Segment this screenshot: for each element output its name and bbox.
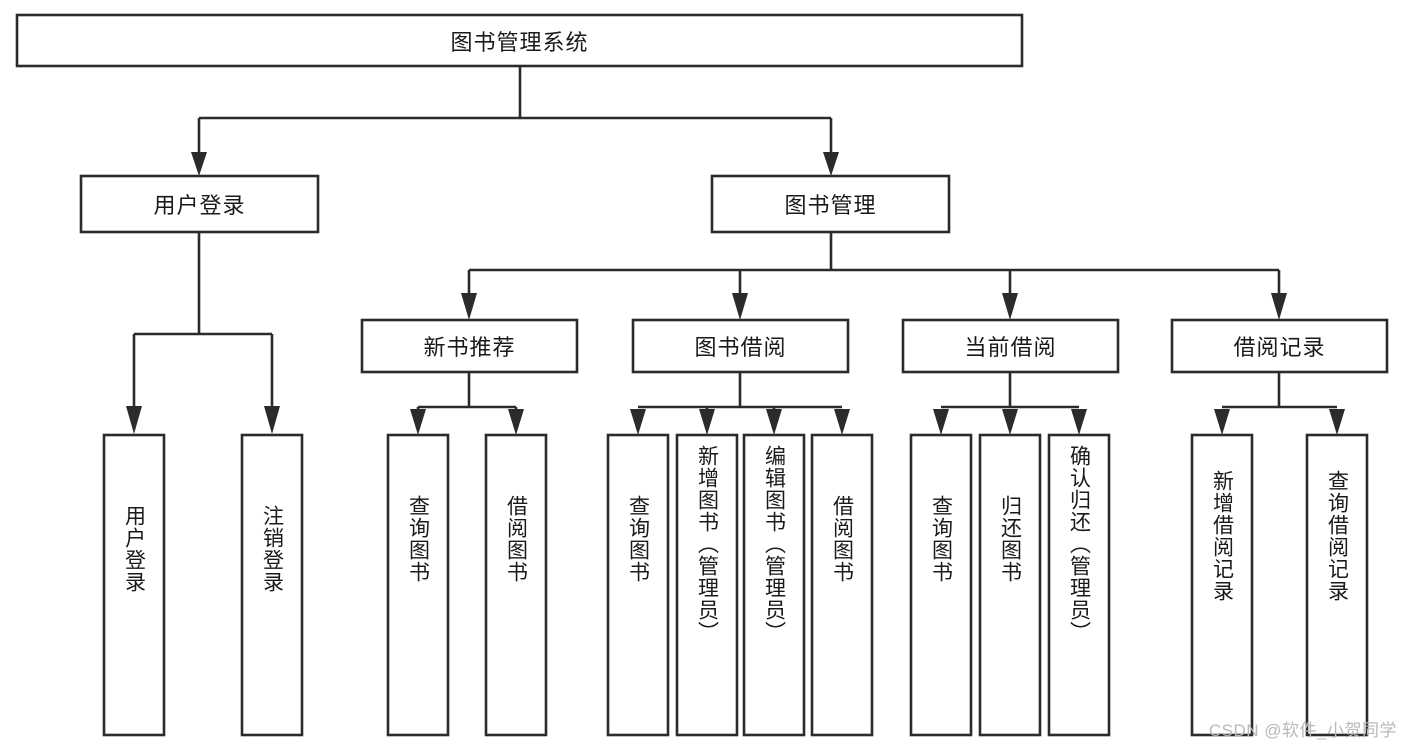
arrow-head-leaf-logout — [264, 406, 280, 434]
arrow-head-bookborrow-leaf-3 — [766, 409, 782, 435]
connector-group-current-borrow — [933, 372, 1087, 435]
node-box-leaf-borrow-book-1[interactable] — [484, 433, 548, 737]
arrow-head-bookborrow-leaf-2 — [699, 409, 715, 435]
connector-group-root — [191, 66, 839, 176]
node-box-leaf-edit-book[interactable] — [742, 433, 806, 737]
arrow-head-borrowrecord-leaf-1 — [1214, 409, 1230, 435]
node-box-book-manage[interactable] — [710, 174, 951, 234]
arrow-head-currentborrow-leaf-2 — [1002, 409, 1018, 435]
arrow-head-currentborrow-leaf-1 — [933, 409, 949, 435]
node-box-user-login[interactable] — [79, 174, 320, 234]
arrow-head-newbook-leaf-2 — [508, 409, 524, 435]
node-box-root[interactable] — [15, 13, 1024, 68]
node-box-current-borrow[interactable] — [901, 318, 1120, 374]
arrow-head-newbook-leaf-1 — [410, 409, 426, 435]
connector-group-book-borrow — [630, 372, 850, 435]
arrow-head-borrow-record — [1271, 293, 1287, 320]
connector-group-user-login — [126, 232, 280, 434]
connector-group-new-book — [410, 372, 524, 435]
connector-group-book-manage — [461, 232, 1287, 320]
arrow-head-currentborrow-leaf-3 — [1071, 409, 1087, 435]
node-box-leaf-query-book-3[interactable] — [909, 433, 973, 737]
node-box-leaf-query-record[interactable] — [1305, 433, 1369, 737]
node-box-leaf-confirm-return[interactable] — [1047, 433, 1111, 737]
node-box-leaf-logout[interactable] — [240, 433, 304, 737]
arrow-head-book-manage — [823, 152, 839, 176]
node-box-book-borrow[interactable] — [631, 318, 850, 374]
node-box-leaf-borrow-book-2[interactable] — [810, 433, 874, 737]
arrow-head-book-borrow — [732, 293, 748, 320]
node-box-leaf-add-book[interactable] — [675, 433, 739, 737]
arrow-head-leaf-user-login — [126, 406, 142, 434]
arrow-head-new-book — [461, 293, 477, 320]
node-box-borrow-record[interactable] — [1170, 318, 1389, 374]
node-box-leaf-user-login[interactable] — [102, 433, 166, 737]
node-box-leaf-return-book[interactable] — [978, 433, 1042, 737]
node-box-new-book-recommend[interactable] — [360, 318, 579, 374]
arrow-head-bookborrow-leaf-4 — [834, 409, 850, 435]
node-box-leaf-query-book-2[interactable] — [606, 433, 670, 737]
node-box-leaf-query-book-1[interactable] — [386, 433, 450, 737]
arrow-head-user-login — [191, 152, 207, 176]
connector-group-borrow-record — [1214, 372, 1345, 435]
node-box-leaf-add-record[interactable] — [1190, 433, 1254, 737]
arrow-head-borrowrecord-leaf-2 — [1329, 409, 1345, 435]
arrow-head-bookborrow-leaf-1 — [630, 409, 646, 435]
arrow-head-current-borrow — [1002, 293, 1018, 320]
